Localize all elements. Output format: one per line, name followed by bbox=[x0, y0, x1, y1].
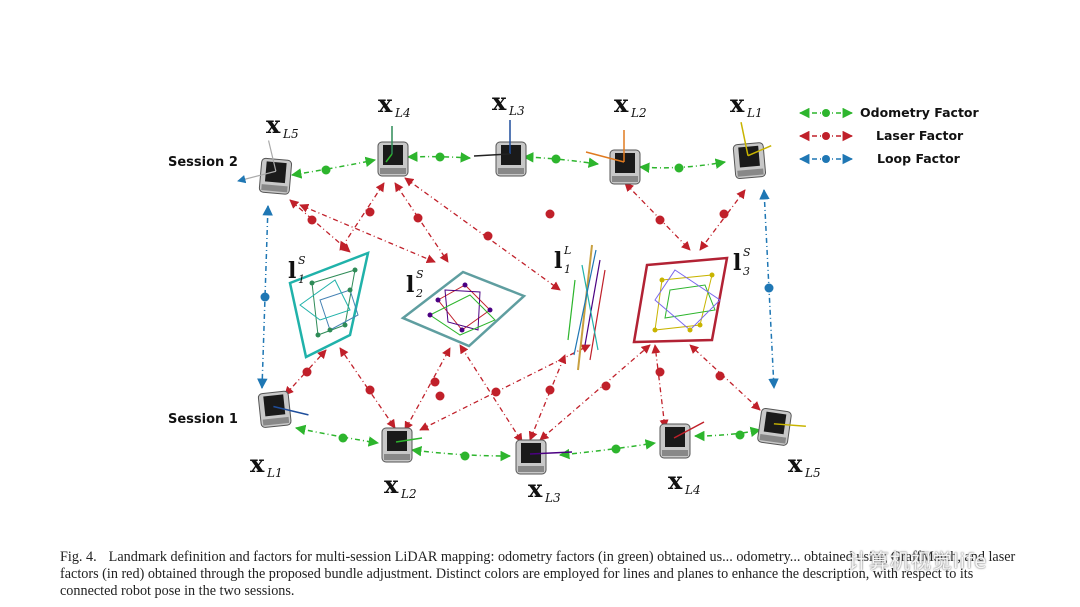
pose-label-session-1-L1: x L1 bbox=[250, 449, 283, 480]
svg-text:l: l bbox=[733, 250, 741, 276]
svg-text:x: x bbox=[250, 449, 265, 478]
svg-text:x: x bbox=[384, 470, 399, 499]
pose-label-session-2-L3: x L3 bbox=[492, 87, 525, 118]
robot-icon bbox=[473, 120, 527, 177]
svg-text:l: l bbox=[288, 258, 296, 284]
svg-text:2: 2 bbox=[415, 287, 423, 300]
pose-label-session-1-L2: x L2 bbox=[384, 470, 417, 501]
legend-odometry-label: Odometry Factor bbox=[860, 105, 980, 120]
svg-text:l: l bbox=[406, 272, 414, 298]
robots-session-2 bbox=[237, 120, 772, 195]
svg-text:1: 1 bbox=[564, 263, 571, 276]
robot-icon bbox=[257, 390, 309, 428]
svg-text:L5: L5 bbox=[282, 127, 299, 141]
svg-text:L: L bbox=[563, 244, 571, 257]
svg-text:3: 3 bbox=[743, 265, 750, 278]
svg-text:S: S bbox=[298, 254, 306, 267]
legend-laser-label: Laser Factor bbox=[876, 128, 964, 143]
robots-session-1 bbox=[257, 390, 806, 475]
robot-icon bbox=[237, 140, 293, 195]
svg-text:x: x bbox=[528, 474, 543, 503]
legend-laser: Laser Factor bbox=[798, 128, 964, 143]
robot-icon bbox=[585, 130, 641, 185]
laser-factors bbox=[284, 177, 761, 443]
loop-nodes bbox=[260, 283, 774, 302]
svg-text:L4: L4 bbox=[394, 106, 411, 120]
svg-text:L2: L2 bbox=[400, 487, 417, 501]
svg-text:L5: L5 bbox=[804, 466, 821, 480]
svg-text:x: x bbox=[266, 110, 281, 139]
legend-odometry: Odometry Factor bbox=[798, 105, 980, 120]
landmark-label-l1-plane: l 1 S bbox=[288, 254, 306, 286]
robot-icon bbox=[659, 421, 705, 459]
legend: Odometry Factor Laser Factor Loop Factor bbox=[798, 105, 980, 166]
svg-text:l: l bbox=[554, 248, 562, 274]
plane-landmark-l2 bbox=[400, 270, 527, 348]
landmark-label-l1-line: l 1 L bbox=[554, 244, 571, 276]
pose-label-session-1-L3: x L3 bbox=[528, 474, 561, 505]
svg-text:x: x bbox=[378, 89, 393, 118]
robot-icon bbox=[732, 122, 772, 180]
legend-loop: Loop Factor bbox=[798, 151, 961, 166]
svg-text:S: S bbox=[416, 268, 424, 281]
robot-icon bbox=[381, 427, 423, 463]
svg-text:x: x bbox=[614, 89, 629, 118]
plane-landmark-l3 bbox=[632, 256, 729, 344]
robot-icon bbox=[515, 439, 573, 475]
figure-number: Fig. 4. bbox=[60, 549, 97, 565]
svg-text:L2: L2 bbox=[630, 106, 647, 120]
session-1-label: Session 1 bbox=[168, 412, 238, 427]
svg-text:L3: L3 bbox=[508, 104, 525, 118]
svg-text:1: 1 bbox=[298, 273, 305, 286]
svg-text:x: x bbox=[668, 466, 683, 495]
session-2-label: Session 2 bbox=[168, 155, 238, 170]
robot-icon bbox=[757, 408, 806, 446]
robot-icon bbox=[377, 126, 409, 177]
pose-label-session-1-L4: x L4 bbox=[668, 466, 701, 497]
odometry-nodes-session-2 bbox=[321, 152, 684, 175]
plane-landmark-l1 bbox=[288, 250, 370, 359]
svg-text:L1: L1 bbox=[746, 106, 763, 120]
loop-factors bbox=[257, 188, 779, 390]
figure-caption: Fig. 4.Landmark definition and factors f… bbox=[60, 549, 1020, 600]
svg-text:L4: L4 bbox=[684, 483, 701, 497]
legend-loop-label: Loop Factor bbox=[877, 151, 961, 166]
odometry-nodes-session-1 bbox=[338, 430, 745, 461]
svg-text:L3: L3 bbox=[544, 491, 561, 505]
pose-label-session-1-L5: x L5 bbox=[788, 449, 821, 480]
svg-text:x: x bbox=[788, 449, 803, 478]
odometry-factors-session-2 bbox=[290, 151, 727, 179]
pose-label-session-2-L1: x L1 bbox=[730, 89, 763, 120]
svg-text:x: x bbox=[492, 87, 507, 116]
line-landmark-l1 bbox=[567, 244, 606, 371]
svg-text:x: x bbox=[730, 89, 745, 118]
pose-label-session-2-L5: x L5 bbox=[266, 110, 299, 141]
watermark: 计算机视觉life bbox=[848, 549, 988, 573]
pose-label-session-2-L4: x L4 bbox=[378, 89, 411, 120]
svg-text:L1: L1 bbox=[266, 466, 283, 480]
caption-text: Landmark definition and factors for mult… bbox=[60, 549, 1016, 599]
landmark-label-l3-plane: l 3 S bbox=[733, 246, 751, 278]
odometry-factors-session-1 bbox=[294, 424, 762, 462]
pose-label-session-2-L2: x L2 bbox=[614, 89, 647, 120]
svg-text:S: S bbox=[743, 246, 751, 259]
landmark-label-l2-plane: l 2 S bbox=[406, 268, 424, 300]
laser-nodes bbox=[302, 207, 729, 401]
